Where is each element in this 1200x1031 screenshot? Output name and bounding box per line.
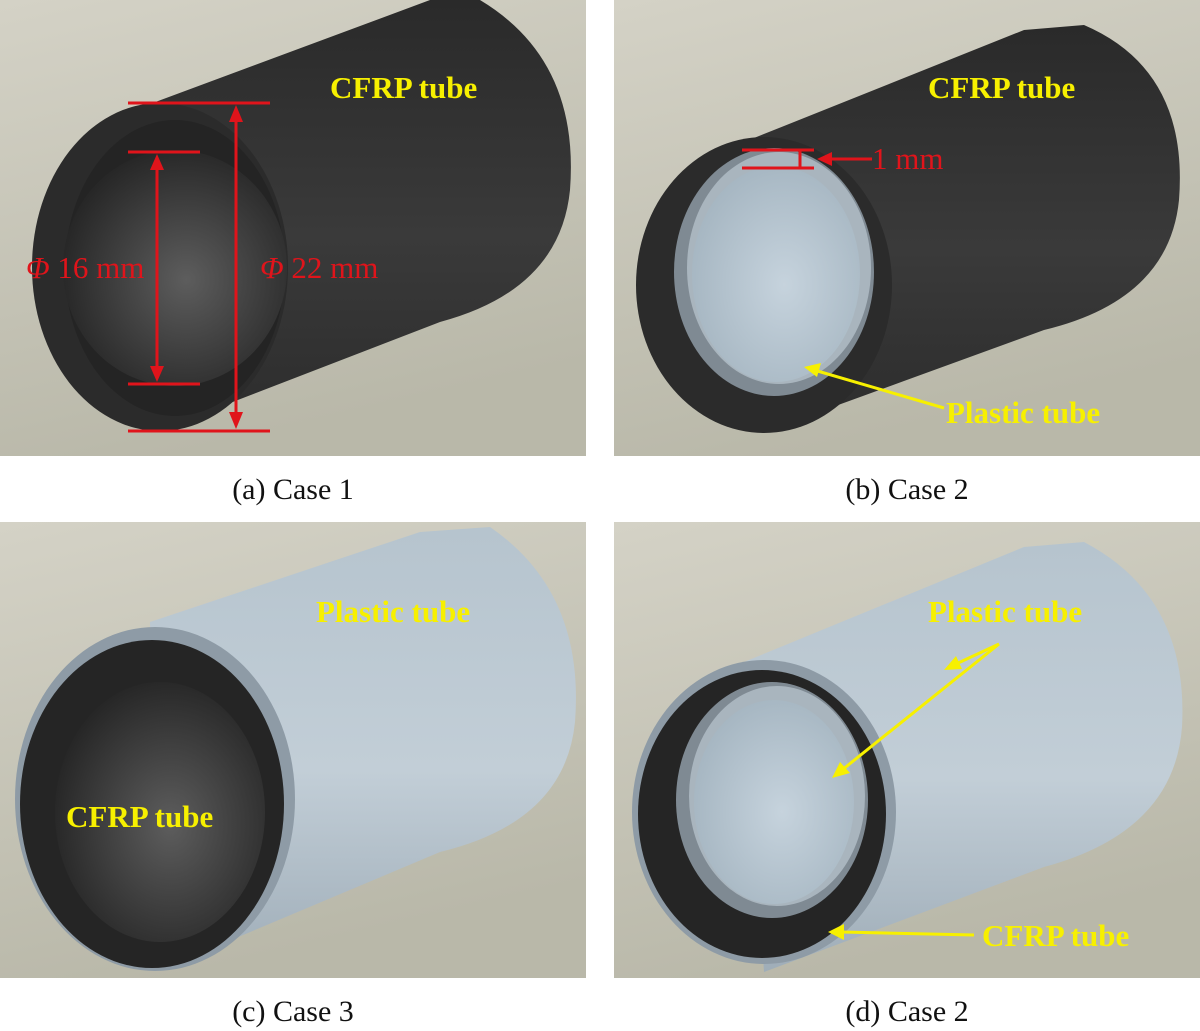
caption-case-2: (b) Case 2 <box>845 473 969 506</box>
panel-case-4: Plastic tube CFRP tube <box>614 522 1200 978</box>
dimension-lines <box>128 101 270 433</box>
plastic-tube-label: Plastic tube <box>928 594 1082 629</box>
cfrp-tube-label: CFRP tube <box>982 918 1129 953</box>
cfrp-tube-label: CFRP tube <box>66 799 213 834</box>
panel-case-3: Plastic tube CFRP tube <box>0 522 586 978</box>
phi-symbol: Φ <box>260 250 284 285</box>
thickness-dimension <box>742 148 872 170</box>
plastic-tube-label: Plastic tube <box>316 594 470 629</box>
phi-symbol: Φ <box>26 250 50 285</box>
case-2-drawing: CFRP tube 1 mm Plastic tube <box>614 0 1200 456</box>
plastic-tube-arrows <box>832 642 1000 778</box>
cfrp-bore <box>63 150 287 386</box>
plastic-tube-arrow <box>804 363 945 410</box>
inner-diameter-value: 16 mm <box>50 250 145 285</box>
cfrp-tube-label: CFRP tube <box>928 70 1075 105</box>
cfrp-bore <box>55 682 265 942</box>
cfrp-tube-label: CFRP tube <box>330 70 477 105</box>
caption-case-1: (a) Case 1 <box>232 473 354 506</box>
thickness-label: 1 mm <box>872 141 943 176</box>
outer-diameter-label: Φ 22 mm <box>260 250 378 285</box>
cfrp-tube-arrow <box>828 924 975 940</box>
plastic-bore <box>692 166 860 382</box>
plastic-bore <box>694 700 854 904</box>
inner-diameter-label: Φ 16 mm <box>26 250 144 285</box>
case-4-drawing: Plastic tube CFRP tube <box>614 522 1200 978</box>
case-1-drawing: CFRP tube Φ 16 mm Φ 22 mm <box>0 0 586 456</box>
caption-case-3: (c) Case 3 <box>232 995 354 1028</box>
plastic-tube-label: Plastic tube <box>946 395 1100 430</box>
caption-case-4: (d) Case 2 <box>845 995 969 1028</box>
outer-diameter-value: 22 mm <box>284 250 379 285</box>
panel-case-1: CFRP tube Φ 16 mm Φ 22 mm <box>0 0 586 456</box>
case-3-drawing: Plastic tube CFRP tube <box>0 522 586 978</box>
panel-case-2: CFRP tube 1 mm Plastic tube <box>614 0 1200 456</box>
